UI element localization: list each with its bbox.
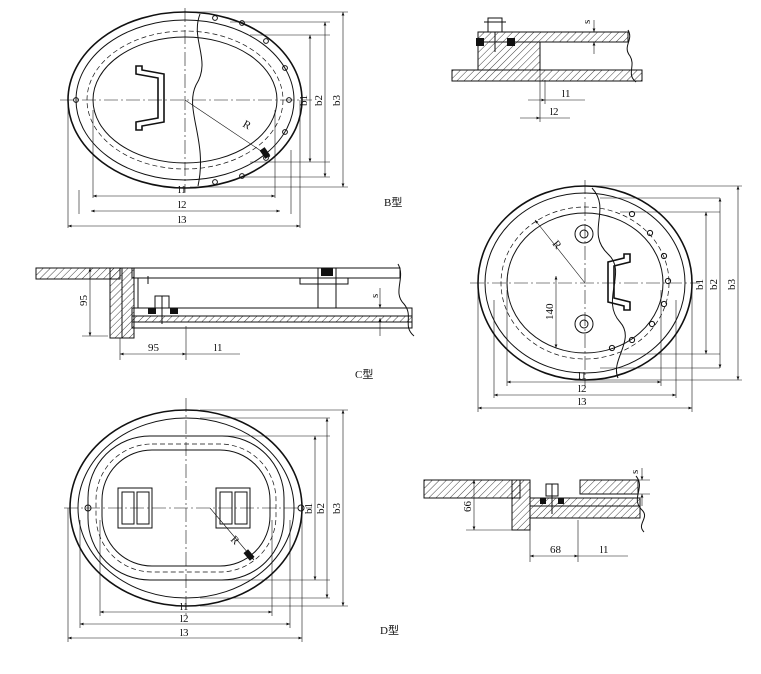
c-type-plan-view: R 140 l1 l2 l3 b1 b2 b3	[470, 180, 742, 412]
b-b3-label: b3	[331, 95, 343, 107]
d-type-plan-view: R l1 l2 l3 b1 b2 b3 D型	[64, 398, 399, 642]
d-handle-left	[117, 487, 153, 529]
b-section-l2-label: l2	[550, 106, 559, 118]
d-l3-label: l3	[180, 627, 189, 639]
d-l1-label: l1	[180, 601, 189, 613]
c-plan-l2-label: l2	[578, 383, 587, 395]
b-type-title: B型	[384, 195, 402, 209]
c-l1-label: l1	[214, 342, 223, 354]
c-plan-l3-label: l3	[578, 396, 587, 408]
b-l3-label: l3	[178, 214, 187, 226]
d-handle-right	[215, 487, 251, 529]
c-plan-l1-label: l1	[578, 370, 587, 382]
d-b3-label: b3	[331, 503, 343, 515]
c-handle	[607, 253, 631, 311]
c-bolt-holes	[608, 210, 672, 352]
d-b1-label: b1	[303, 503, 315, 514]
d-s-label: s	[629, 470, 641, 474]
b-b1-label: b1	[298, 95, 310, 106]
c-s-label: s	[369, 294, 381, 298]
c-95-vertical-label: 95	[78, 295, 90, 307]
b-bolt-holes	[73, 15, 292, 185]
b-type-section: s l1 l2	[451, 17, 643, 122]
c-type-section: s 95 95 l1 C型	[35, 263, 415, 381]
c-b1-label: b1	[694, 279, 706, 290]
d-radius-label: R	[228, 534, 242, 548]
c-140-label: 140	[544, 303, 556, 320]
b-l2-label: l2	[178, 199, 187, 211]
d-68-label: 68	[550, 544, 562, 556]
b-l1-label: l1	[178, 184, 187, 196]
b-radius-label: R	[241, 118, 254, 132]
d-66-label: 66	[462, 501, 474, 513]
b-handle	[135, 65, 165, 131]
b-type-plan-view: R l1 l2 l3 b1 b2 b3 B型	[60, 8, 402, 228]
d-l2-label: l2	[180, 613, 189, 625]
c-95-horizontal-label: 95	[148, 342, 160, 354]
b-section-l1-label: l1	[562, 88, 571, 100]
d-type-section: s 66 68 l1	[423, 468, 650, 562]
c-type-title: C型	[355, 367, 373, 381]
b-b2-label: b2	[313, 95, 325, 106]
d-section-l1-label: l1	[600, 544, 609, 556]
c-radius-label: R	[550, 238, 564, 252]
c-b2-label: b2	[708, 279, 720, 290]
c-b3-label: b3	[726, 279, 738, 291]
d-type-title: D型	[380, 623, 399, 637]
d-b2-label: b2	[315, 503, 327, 514]
b-s-label: s	[581, 20, 593, 24]
